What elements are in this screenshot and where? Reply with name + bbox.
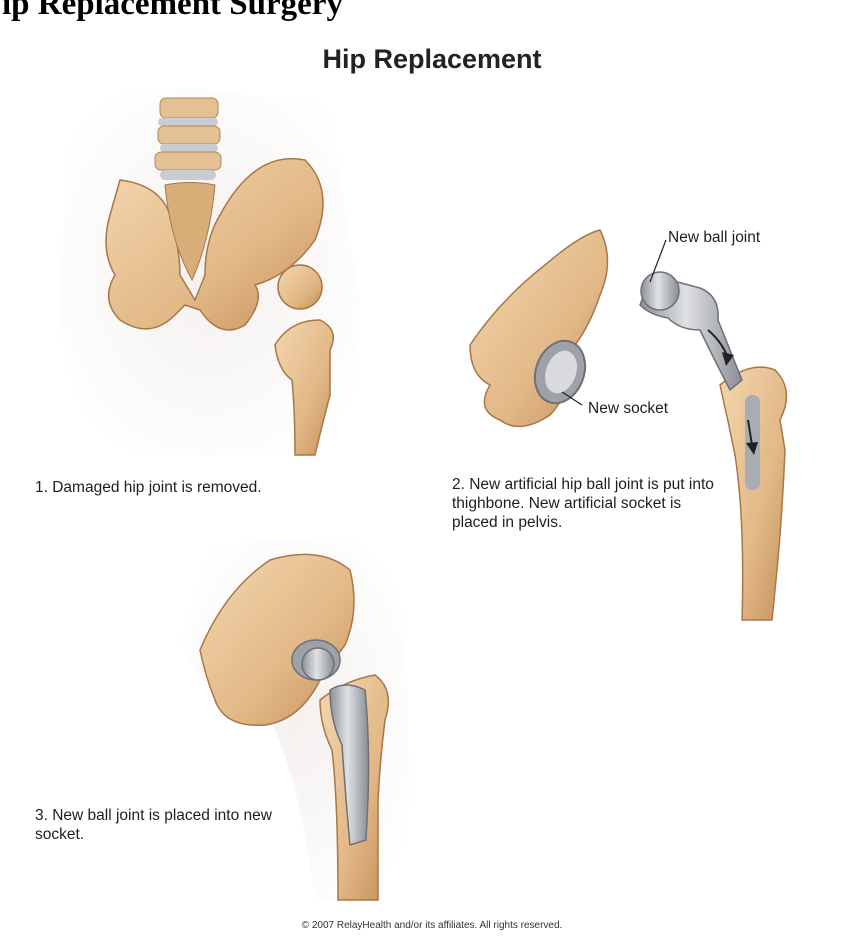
copyright-footer: © 2007 RelayHealth and/or its affiliates… [0,920,864,931]
vertebra [155,152,221,170]
ball-joint-head-3 [302,648,334,680]
panel-1-pelvis-illustration [60,88,360,456]
spinal-disc [160,144,218,152]
new-ball-joint-label: New ball joint [668,229,760,247]
spinal-disc [160,170,216,180]
step-3-caption: 3. New ball joint is placed into new soc… [35,806,285,844]
new-socket-label: New socket [588,400,668,418]
spinal-disc [158,118,218,126]
pelvis-section [470,230,608,426]
step-2-caption: 2. New artificial hip ball joint is put … [452,475,722,532]
vertebra [160,98,218,118]
panel-3-assembled-hip-illustration [180,535,410,900]
removed-femoral-head [278,265,322,309]
step-1-caption: 1. Damaged hip joint is removed. [35,478,262,497]
panel-2-implant-illustration [470,230,786,620]
vertebra [158,126,220,144]
new-ball-joint-head [641,272,679,310]
